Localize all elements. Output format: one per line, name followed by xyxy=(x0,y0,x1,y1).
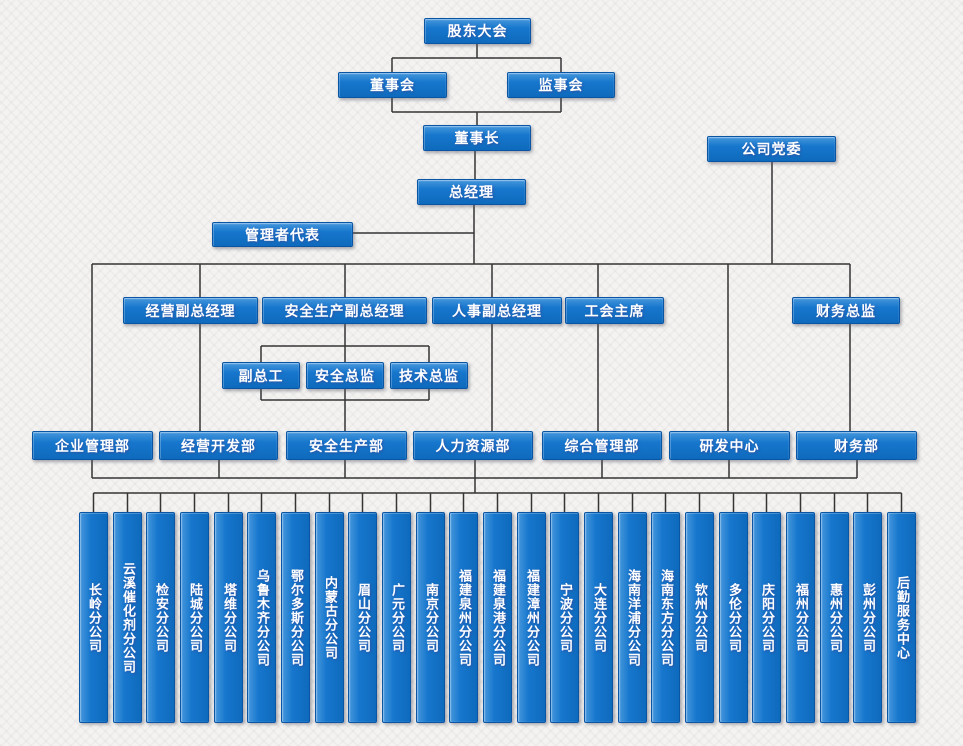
branch-node: 鄂尔多斯分公司 xyxy=(281,512,310,723)
node-board-of-directors: 董事会 xyxy=(338,72,447,98)
node-supervisory-board: 监事会 xyxy=(507,72,615,98)
branch-node: 南京分公司 xyxy=(416,512,445,723)
dept-general-management: 综合管理部 xyxy=(542,431,662,460)
branch-node: 惠州分公司 xyxy=(820,512,849,723)
branch-node: 陆城分公司 xyxy=(180,512,209,723)
branch-node: 庆阳分公司 xyxy=(752,512,781,723)
node-general-manager: 总经理 xyxy=(417,179,526,205)
branch-node: 云溪催化剂分公司 xyxy=(113,512,142,723)
node-shareholders-meeting: 股东大会 xyxy=(424,18,531,44)
node-technical-director: 技术总监 xyxy=(390,362,468,389)
node-deputy-chief-engineer: 副总工 xyxy=(222,362,300,389)
connector-chiefs-brackets xyxy=(260,345,430,401)
branch-node: 福建泉州分公司 xyxy=(449,512,478,723)
branch-node: 长岭分公司 xyxy=(79,512,108,723)
node-chairman: 董事长 xyxy=(423,125,531,151)
branch-node: 眉山分公司 xyxy=(348,512,377,723)
node-vice-gm-hr: 人事副总经理 xyxy=(432,297,562,324)
dept-enterprise-management: 企业管理部 xyxy=(32,431,153,460)
branch-node: 内蒙古分公司 xyxy=(315,512,344,723)
dept-business-development: 经营开发部 xyxy=(159,431,278,460)
node-management-representative: 管理者代表 xyxy=(212,222,353,247)
branch-node: 大连分公司 xyxy=(584,512,613,723)
node-union-chairman: 工会主席 xyxy=(565,297,664,324)
branch-node: 海南洋浦分公司 xyxy=(618,512,647,723)
connector-top-tree xyxy=(353,44,773,264)
branch-node: 福州分公司 xyxy=(786,512,815,723)
branch-node: 宁波分公司 xyxy=(550,512,579,723)
connector-main-grid xyxy=(91,263,851,431)
dept-finance: 财务部 xyxy=(796,431,917,460)
branch-node: 检安分公司 xyxy=(146,512,175,723)
branch-node: 多伦分公司 xyxy=(719,512,748,723)
node-cfo: 财务总监 xyxy=(792,297,900,324)
branch-node: 彭州分公司 xyxy=(853,512,882,723)
connector-branch-ticks xyxy=(92,493,903,512)
branch-node: 海南东方分公司 xyxy=(651,512,680,723)
node-vice-gm-safety: 安全生产副总经理 xyxy=(262,297,427,324)
branch-node: 塔维分公司 xyxy=(214,512,243,723)
node-vice-gm-operations: 经营副总经理 xyxy=(123,297,258,324)
branch-node: 乌鲁木齐分公司 xyxy=(247,512,276,723)
branch-node: 钦州分公司 xyxy=(685,512,714,723)
node-party-committee: 公司党委 xyxy=(707,136,836,162)
dept-safety-production: 安全生产部 xyxy=(286,431,407,460)
dept-human-resources: 人力资源部 xyxy=(413,431,533,460)
dept-rd-center: 研发中心 xyxy=(669,431,790,460)
node-safety-director: 安全总监 xyxy=(306,362,384,389)
connector-dept-stubs xyxy=(91,460,858,493)
branch-node: 后勤服务中心 xyxy=(887,512,916,723)
branch-node: 福建漳州分公司 xyxy=(517,512,546,723)
branch-node: 广元分公司 xyxy=(382,512,411,723)
branch-node: 福建泉港分公司 xyxy=(483,512,512,723)
